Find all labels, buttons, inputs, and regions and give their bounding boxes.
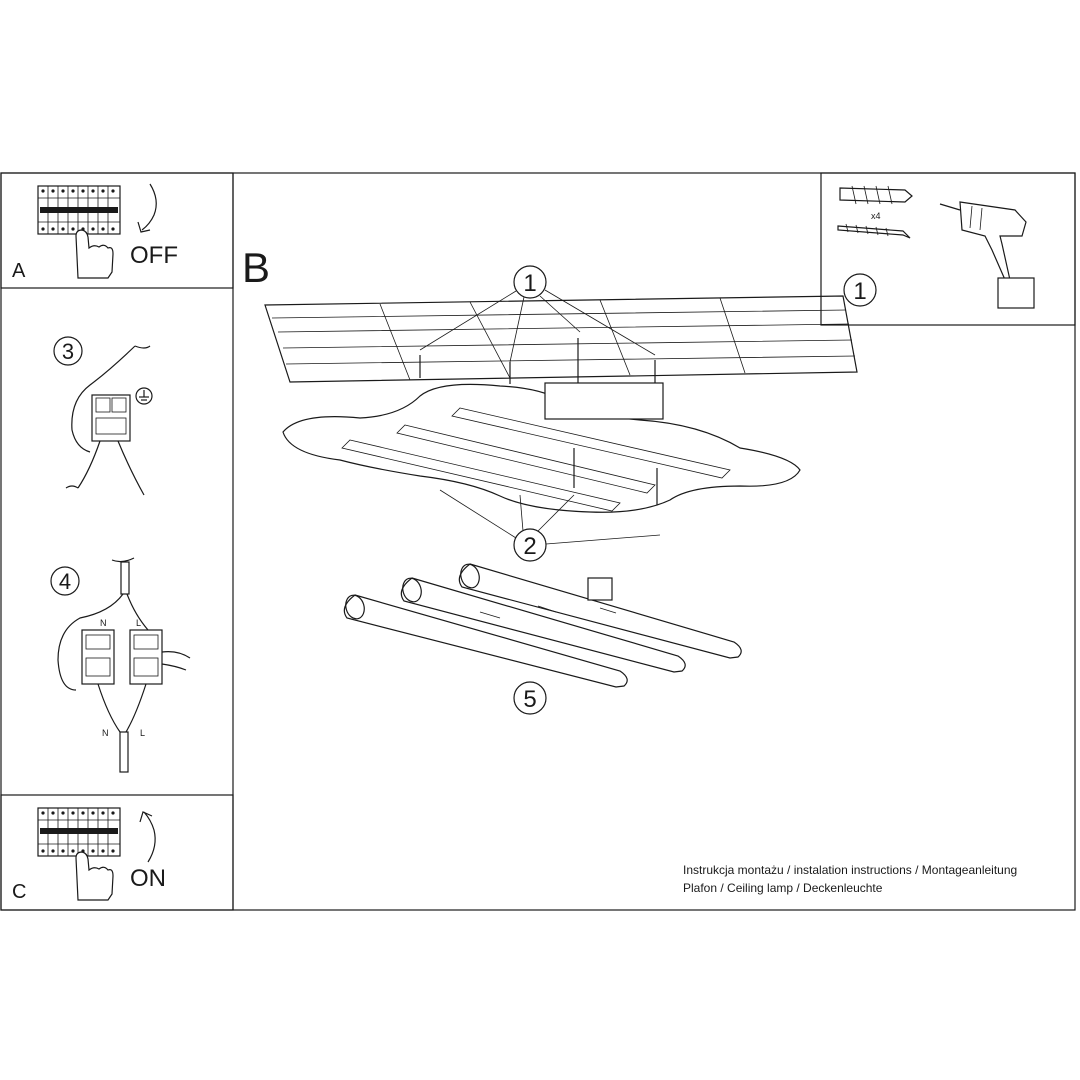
ceiling-slab — [264, 295, 858, 383]
neutral-bottom-label: N — [102, 728, 109, 738]
step-4: 4 N L N L — [50, 557, 191, 773]
panel-c: ON C — [12, 807, 166, 903]
step-1-number: 1 — [523, 270, 536, 297]
terminal-block-n-icon — [81, 629, 115, 685]
footer-line-1: Instrukcja montażu / instalation instruc… — [683, 863, 1017, 877]
panel-b-letter: B — [242, 244, 270, 291]
panel-a: OFF A — [12, 183, 178, 282]
supply-cable — [120, 561, 130, 595]
breaker-box-icon — [37, 807, 121, 857]
outer-frame — [0, 172, 1076, 911]
action-on-label: ON — [130, 865, 166, 892]
action-off-label: OFF — [130, 242, 178, 269]
arrow-down-icon — [137, 183, 157, 233]
leader-lines-2 — [439, 489, 661, 545]
lamp-wire — [65, 440, 145, 496]
breaker-box-icon — [37, 185, 121, 235]
terminal-block-icon — [91, 394, 131, 442]
footer-line-2: Plafon / Ceiling lamp / Deckenleuchte — [683, 881, 883, 895]
earth-icon — [135, 387, 153, 405]
lamp-tubes — [343, 563, 742, 688]
lamp-cable — [119, 731, 129, 773]
hand-icon — [161, 651, 191, 671]
step-3-number: 3 — [62, 339, 74, 364]
live-wire — [126, 593, 149, 631]
tools-step-number: 1 — [853, 278, 866, 305]
step-5-number: 5 — [523, 686, 536, 713]
live-bottom-label: L — [140, 728, 145, 738]
terminal-block-l-icon — [129, 629, 163, 685]
hand-icon — [75, 229, 114, 279]
mounting-plate — [282, 382, 801, 513]
plate-screws — [573, 448, 658, 505]
panel-a-letter: A — [12, 260, 26, 282]
tools-panel: x4 1 — [837, 185, 1035, 309]
quantity-label: x4 — [871, 211, 881, 221]
neutral-wire — [57, 593, 124, 691]
neutral-top-label: N — [100, 618, 107, 628]
hand-icon — [75, 851, 114, 901]
leader-lines-1 — [419, 289, 656, 363]
step-4-number: 4 — [59, 569, 71, 594]
wall-plug-icon — [839, 185, 913, 205]
screw-icon — [837, 223, 911, 239]
panel-b: B 1 — [242, 244, 1017, 895]
supply-wire — [71, 345, 151, 453]
step-2-number: 2 — [523, 533, 536, 560]
live-top-label: L — [136, 618, 141, 628]
arrow-up-icon — [139, 811, 156, 863]
drill-icon — [939, 201, 1035, 309]
step-3: 3 — [53, 336, 153, 496]
panel-c-letter: C — [12, 881, 26, 903]
